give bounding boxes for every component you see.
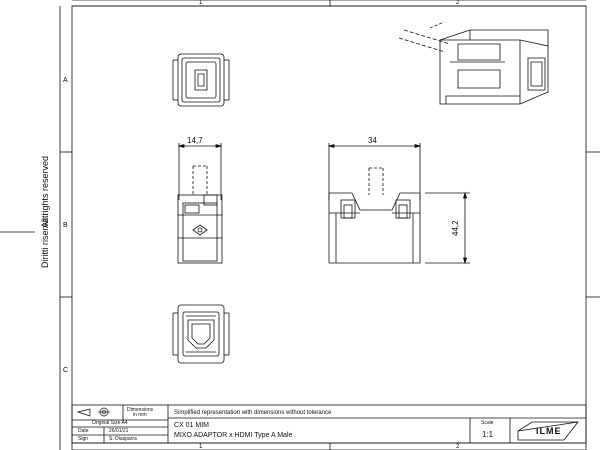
row-label-c: C bbox=[63, 367, 69, 374]
projection-symbol bbox=[76, 407, 110, 417]
row-label-b: B bbox=[63, 222, 68, 229]
title-block-note: Simplified representation with dimension… bbox=[174, 410, 332, 416]
original-size: Original Size A4 bbox=[92, 420, 128, 426]
drawing-description: MIXO ADAPTOR x HDMI Type A Male bbox=[174, 432, 293, 439]
dimension-front-width: 14,7 bbox=[187, 136, 203, 145]
logo-text: ILME bbox=[536, 426, 562, 436]
front-view bbox=[177, 143, 223, 264]
diritti-riservati-note: Diritti riservati bbox=[40, 213, 50, 268]
scale-value: 1:1 bbox=[482, 430, 494, 439]
dimension-side-width: 34 bbox=[368, 136, 377, 145]
isometric-view bbox=[398, 21, 549, 105]
dimension-side-height: 44,2 bbox=[451, 220, 460, 236]
column-label-2: 2 bbox=[456, 0, 460, 6]
side-view bbox=[327, 143, 470, 265]
dimensions-unit: in mm bbox=[133, 412, 147, 418]
drawing-code: CX 01 MIM bbox=[174, 422, 210, 429]
bottom-view bbox=[172, 304, 230, 364]
date-value: 26/01/21 bbox=[109, 428, 129, 434]
scale-label: Scale bbox=[481, 420, 494, 426]
row-label-a: A bbox=[63, 77, 68, 84]
date-label: Date bbox=[78, 428, 89, 434]
sign-label: Sign bbox=[78, 436, 89, 442]
column-label-2-bottom: 2 bbox=[456, 444, 460, 450]
sign-value: S. Diasparra bbox=[109, 436, 137, 442]
column-label-1-bottom: 1 bbox=[199, 444, 203, 450]
column-label-1: 1 bbox=[199, 0, 203, 6]
dimensions-label: Dimensions bbox=[127, 407, 154, 413]
ilme-logo bbox=[517, 421, 579, 441]
top-view bbox=[172, 53, 230, 107]
title-block-frame bbox=[71, 404, 587, 444]
